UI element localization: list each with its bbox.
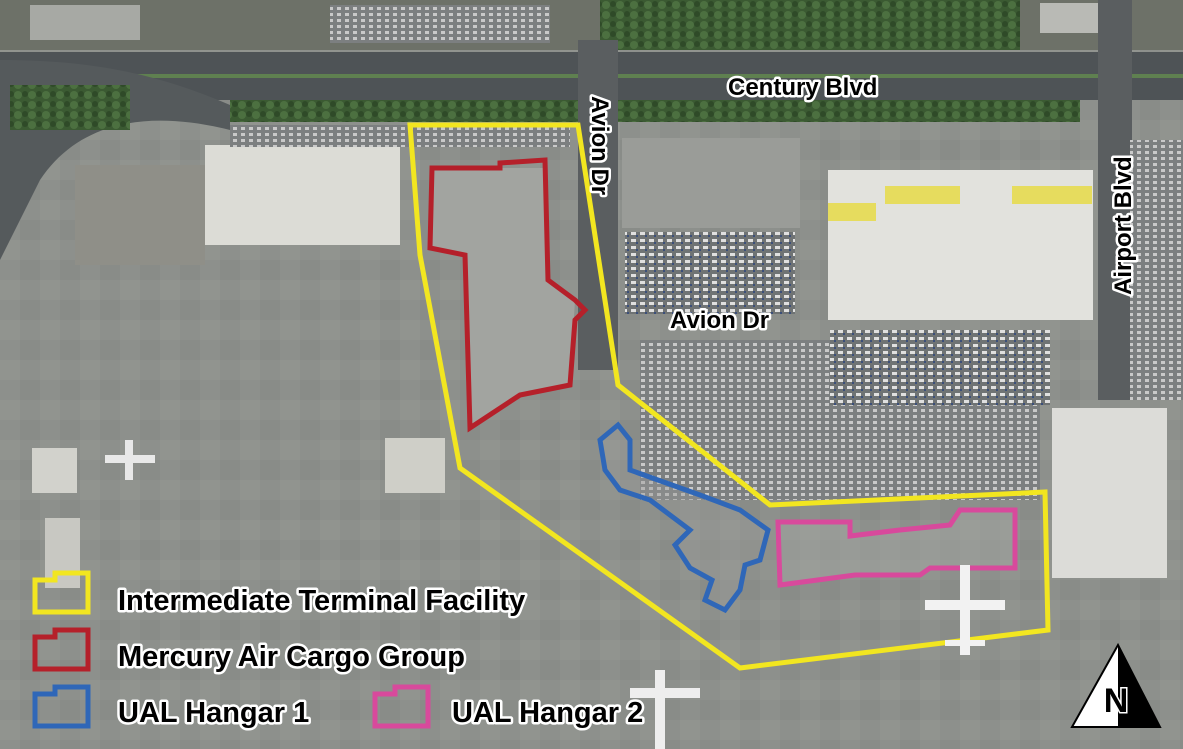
north-arrow-icon: N xyxy=(1070,642,1162,728)
ual-hangar-2-outline xyxy=(775,507,1018,588)
parking-north xyxy=(230,125,570,147)
parking-far-east xyxy=(1130,140,1183,400)
parking-east xyxy=(830,330,1050,405)
building-north-3 xyxy=(1040,3,1100,33)
street-label-airport: Airport Blvd xyxy=(1110,156,1137,295)
legend-item-mercury: Mercury Air Cargo Group xyxy=(32,627,467,676)
legend-item-ual2: UAL Hangar 2 xyxy=(372,684,646,732)
tree-strip-north xyxy=(600,0,1020,50)
north-arrow-letter: N xyxy=(1104,682,1129,720)
legend-label-mercury: Mercury Air Cargo Group xyxy=(118,641,465,673)
street-label-century: Century Blvd xyxy=(728,74,877,101)
building-southwest-1 xyxy=(32,448,77,493)
building-north-2 xyxy=(330,5,550,43)
mercury-building-roof xyxy=(430,168,575,425)
building-west-small xyxy=(75,165,205,265)
mercury-air-cargo-outline xyxy=(427,157,589,433)
street-label-avion-vertical: Avion Dr xyxy=(586,96,613,195)
legend-label-intermediate: Intermediate Terminal Facility xyxy=(118,585,525,617)
legend-label-ual1: UAL Hangar 1 xyxy=(118,697,309,729)
legend-item-intermediate: Intermediate Terminal Facility xyxy=(32,570,528,620)
yellow-roof-3 xyxy=(1012,186,1092,204)
street-label-avion-horizontal: Avion Dr xyxy=(670,307,769,334)
legend-swatch-mercury xyxy=(32,627,91,672)
legend-label-ual2: UAL Hangar 2 xyxy=(452,697,643,729)
aircraft-1 xyxy=(925,565,1005,655)
legend-item-ual1: UAL Hangar 1 xyxy=(32,684,312,732)
building-far-east xyxy=(1052,408,1167,578)
building-central xyxy=(622,138,800,228)
legend-swatch-ual2 xyxy=(372,684,431,729)
avion-dr-road xyxy=(578,40,618,370)
building-southwest-2 xyxy=(45,518,80,588)
park-green xyxy=(10,85,130,130)
building-west-large xyxy=(205,145,400,245)
legend-swatch-intermediate xyxy=(32,570,91,615)
airport-blvd-road xyxy=(1098,0,1132,400)
intermediate-terminal-outline xyxy=(407,122,1051,671)
building-north-1 xyxy=(30,5,140,40)
aircraft-3 xyxy=(105,440,155,480)
legend-swatch-ual1 xyxy=(32,684,91,729)
building-mid-south xyxy=(385,438,445,493)
aircraft-2 xyxy=(630,670,700,749)
parking-central xyxy=(625,232,795,314)
tree-strip-south xyxy=(230,100,1080,122)
yellow-roof-1 xyxy=(828,203,876,221)
yellow-roof-2 xyxy=(885,186,960,204)
legend: Intermediate Terminal Facility Mercury A… xyxy=(32,570,646,732)
ual-hangar-1-outline xyxy=(597,421,771,614)
